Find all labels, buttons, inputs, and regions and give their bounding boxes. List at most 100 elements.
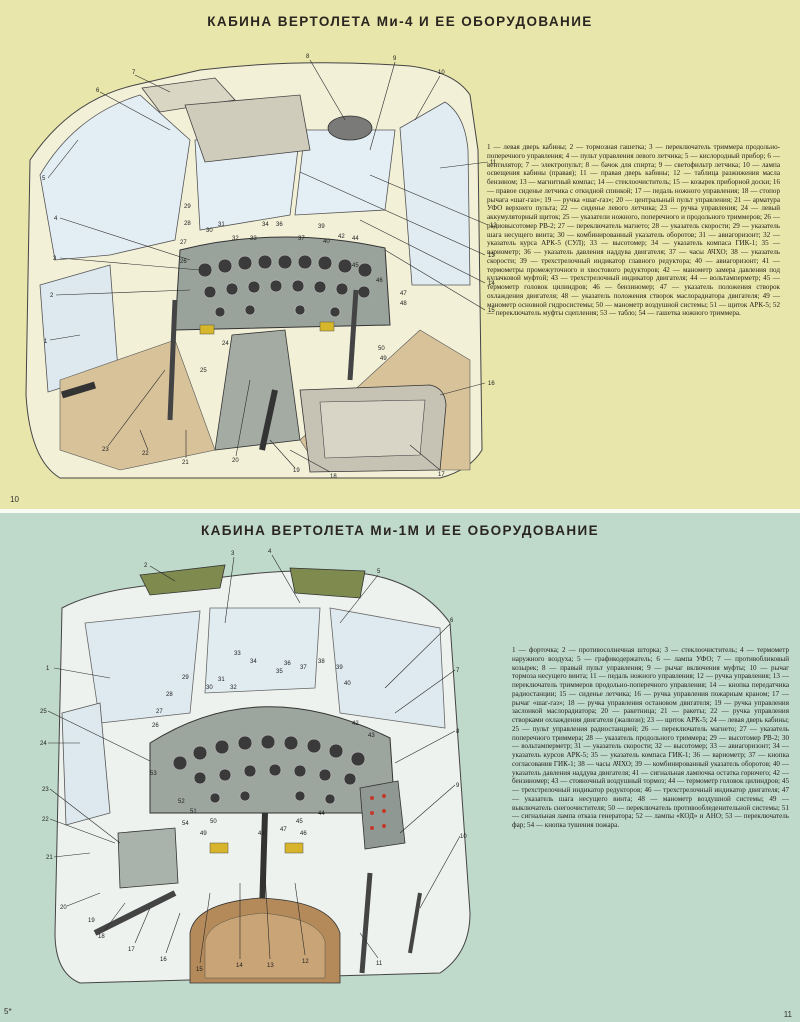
callout-32: 32 xyxy=(230,685,237,691)
mi1m-cockpit-illustration xyxy=(54,564,471,984)
callout-18: 18 xyxy=(330,474,337,480)
callout-36: 36 xyxy=(284,661,291,667)
mi4-callouts: 1 2 3 4 5 6 7 8 9 10 11 12 13 14 15 16 1… xyxy=(42,54,497,480)
callout-7: 7 xyxy=(456,668,460,674)
callout-13: 13 xyxy=(267,963,274,969)
page-separator xyxy=(0,509,800,513)
callout-44: 44 xyxy=(318,811,325,817)
callout-10: 10 xyxy=(438,70,445,76)
callout-24: 24 xyxy=(40,741,47,747)
callout-19: 19 xyxy=(88,918,95,924)
callout-4: 4 xyxy=(54,216,58,222)
callout-45: 45 xyxy=(296,819,303,825)
callout-16: 16 xyxy=(160,957,167,963)
callout-21: 21 xyxy=(182,460,189,466)
callout-47: 47 xyxy=(400,291,407,297)
callout-35: 35 xyxy=(276,669,283,675)
callout-31: 31 xyxy=(218,677,225,683)
callout-16: 16 xyxy=(488,381,495,387)
callout-38: 38 xyxy=(318,659,325,665)
callout-48: 48 xyxy=(400,301,407,307)
page-number: 11 xyxy=(783,1010,792,1019)
callout-46: 46 xyxy=(376,278,383,284)
callout-50: 50 xyxy=(378,346,385,352)
callout-11: 11 xyxy=(490,160,497,166)
plate-legend: 1 — форточка; 2 — противосолнечная шторк… xyxy=(512,646,789,829)
callout-4: 4 xyxy=(268,549,272,555)
callout-42: 42 xyxy=(338,234,345,240)
callout-23: 23 xyxy=(102,447,109,453)
callout-10: 10 xyxy=(460,834,467,840)
mi4-cockpit-illustration xyxy=(25,62,483,479)
callout-23: 23 xyxy=(42,787,49,793)
callout-48: 48 xyxy=(258,831,265,837)
callout-9: 9 xyxy=(393,56,397,62)
callout-44: 44 xyxy=(352,236,359,242)
callout-28: 28 xyxy=(184,221,191,227)
callout-15: 15 xyxy=(196,967,203,973)
callout-34: 34 xyxy=(250,659,257,665)
callout-2: 2 xyxy=(144,563,148,569)
callout-28: 28 xyxy=(166,692,173,698)
callout-27: 27 xyxy=(156,709,163,715)
callout-8: 8 xyxy=(306,54,310,60)
callout-26: 26 xyxy=(152,723,159,729)
callout-11: 11 xyxy=(376,961,383,967)
mi1m-callouts: 1 2 3 4 5 6 7 8 9 10 11 12 13 14 15 16 1… xyxy=(40,549,467,973)
plate-title: КАБИНА ВЕРТОЛЕТА Ми-4 И ЕЕ ОБОРУДОВАНИЕ xyxy=(207,14,593,29)
callout-21: 21 xyxy=(46,855,53,861)
callout-54: 54 xyxy=(182,821,189,827)
callout-27: 27 xyxy=(180,240,187,246)
callout-7: 7 xyxy=(132,70,136,76)
callout-53: 53 xyxy=(150,771,157,777)
callout-13: 13 xyxy=(488,253,495,259)
callout-6: 6 xyxy=(96,88,100,94)
callout-34: 34 xyxy=(262,222,269,228)
callout-42: 42 xyxy=(352,721,359,727)
callout-29: 29 xyxy=(182,675,189,681)
callout-26: 26 xyxy=(180,259,187,265)
callout-49: 49 xyxy=(200,831,207,837)
callout-6: 6 xyxy=(450,618,454,624)
callout-3: 3 xyxy=(231,551,235,557)
callout-52: 52 xyxy=(178,799,185,805)
callout-37: 37 xyxy=(298,236,305,242)
callout-14: 14 xyxy=(236,963,243,969)
callout-39: 39 xyxy=(318,224,325,230)
callout-12: 12 xyxy=(490,223,497,229)
callout-33: 33 xyxy=(234,651,241,657)
callout-1: 1 xyxy=(44,339,48,345)
callout-39: 39 xyxy=(336,665,343,671)
page-number: 10 xyxy=(10,495,19,504)
callout-18: 18 xyxy=(98,934,105,940)
callout-8: 8 xyxy=(456,729,460,735)
callout-40: 40 xyxy=(344,681,351,687)
callout-43: 43 xyxy=(368,733,375,739)
plate-legend: 1 — левая дверь кабины; 2 — тормозная га… xyxy=(487,143,780,318)
callout-3: 3 xyxy=(53,256,57,262)
callout-1: 1 xyxy=(46,666,50,672)
callout-12: 12 xyxy=(302,959,309,965)
callout-22: 22 xyxy=(142,451,149,457)
callout-29: 29 xyxy=(184,204,191,210)
callout-40: 40 xyxy=(323,239,330,245)
callout-5: 5 xyxy=(377,569,381,575)
plate-title: КАБИНА ВЕРТОЛЕТА Ми-1М И ЕЕ ОБОРУДОВАНИЕ xyxy=(200,523,600,538)
callout-20: 20 xyxy=(232,458,239,464)
callout-9: 9 xyxy=(456,783,460,789)
callout-19: 19 xyxy=(293,468,300,474)
callout-17: 17 xyxy=(128,947,135,953)
callout-32: 32 xyxy=(232,236,239,242)
callout-17: 17 xyxy=(438,472,445,478)
callout-49: 49 xyxy=(380,356,387,362)
callout-25: 25 xyxy=(200,368,207,374)
callout-15: 15 xyxy=(488,308,495,314)
callout-30: 30 xyxy=(206,685,213,691)
callout-50: 50 xyxy=(210,819,217,825)
callout-30: 30 xyxy=(206,228,213,234)
plate-mi1m: КАБИНА ВЕРТОЛЕТА Ми-1М И ЕЕ ОБОРУДОВАНИЕ xyxy=(0,513,800,1022)
callout-2: 2 xyxy=(50,293,54,299)
callout-45: 45 xyxy=(352,263,359,269)
callout-46: 46 xyxy=(300,831,307,837)
